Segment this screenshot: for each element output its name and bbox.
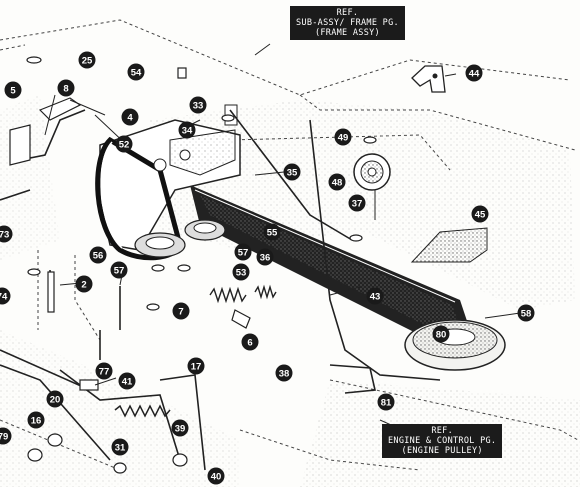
svg-text:40: 40 (211, 472, 222, 483)
callout-37: 37 (348, 194, 366, 212)
callout-79: 79 (0, 427, 12, 445)
callout-4: 4 (121, 108, 139, 126)
reference-line: (ENGINE PULLEY) (401, 446, 483, 456)
callout-49: 49 (334, 128, 352, 146)
reference-line: (FRAME ASSY) (314, 28, 380, 38)
svg-text:8: 8 (63, 84, 68, 95)
svg-text:25: 25 (82, 56, 93, 67)
reference-line: REF. (336, 8, 359, 18)
callout-43: 43 (366, 287, 384, 305)
callout-77: 77 (95, 362, 113, 380)
svg-text:56: 56 (93, 251, 104, 262)
callout-45: 45 (471, 205, 489, 223)
callout-40: 40 (207, 467, 225, 485)
callout-58: 58 (517, 304, 535, 322)
svg-text:55: 55 (267, 228, 278, 239)
reference-line: SUB-ASSY/ FRAME PG. (296, 18, 399, 28)
svg-text:52: 52 (119, 140, 130, 151)
springs (114, 284, 277, 418)
callout-markers: 25 54 44 8 5 4 33 34 52 49 48 35 37 45 7… (0, 51, 535, 485)
pulley-48 (353, 153, 391, 220)
svg-text:5: 5 (10, 86, 16, 97)
callout-54: 54 (127, 63, 145, 81)
callout-38: 38 (275, 364, 293, 382)
svg-text:35: 35 (287, 168, 298, 179)
callout-5: 5 (4, 81, 22, 99)
svg-text:2: 2 (81, 280, 86, 291)
callout-41: 41 (118, 372, 136, 390)
svg-text:31: 31 (115, 443, 126, 454)
svg-text:17: 17 (191, 362, 202, 373)
callout-57-right: 57 (234, 243, 252, 261)
frame-assembly-reference: REF. SUB-ASSY/ FRAME PG. (FRAME ASSY) (290, 6, 405, 40)
svg-text:54: 54 (131, 68, 142, 79)
svg-text:48: 48 (332, 178, 343, 189)
svg-text:58: 58 (521, 309, 532, 320)
svg-text:37: 37 (352, 199, 363, 210)
control-rods (0, 109, 441, 471)
reference-line: ENGINE & CONTROL PG. (388, 436, 497, 446)
callout-80: 80 (432, 325, 450, 343)
callout-53: 53 (232, 263, 250, 281)
svg-text:33: 33 (193, 101, 204, 112)
callout-48: 48 (328, 173, 346, 191)
callout-73: 73 (0, 225, 13, 243)
svg-text:81: 81 (381, 398, 392, 409)
svg-text:34: 34 (182, 126, 193, 137)
callout-17: 17 (187, 357, 205, 375)
bracket-45 (410, 227, 488, 263)
callout-57-left: 57 (110, 261, 128, 279)
svg-text:4: 4 (127, 113, 133, 124)
callout-6: 6 (241, 333, 259, 351)
callout-25: 25 (78, 51, 96, 69)
callout-74: 74 (0, 287, 11, 305)
svg-text:79: 79 (0, 432, 8, 443)
hardware (9, 56, 377, 474)
callout-34: 34 (178, 121, 196, 139)
svg-text:7: 7 (178, 307, 183, 318)
callout-20: 20 (46, 390, 64, 408)
callout-36: 36 (256, 248, 274, 266)
callout-44: 44 (465, 64, 483, 82)
bracket-44 (411, 65, 446, 93)
callout-52: 52 (115, 135, 133, 153)
callout-7: 7 (172, 302, 190, 320)
svg-text:77: 77 (99, 367, 110, 378)
callout-8: 8 (57, 79, 75, 97)
svg-text:45: 45 (475, 210, 486, 221)
callout-2: 2 (75, 275, 93, 293)
svg-text:38: 38 (279, 369, 290, 380)
svg-text:6: 6 (247, 338, 252, 349)
svg-text:20: 20 (50, 395, 61, 406)
svg-text:39: 39 (175, 424, 186, 435)
callout-81: 81 (377, 393, 395, 411)
callout-55: 55 (263, 223, 281, 241)
svg-text:44: 44 (469, 69, 480, 80)
svg-text:57: 57 (114, 266, 125, 277)
svg-text:74: 74 (0, 292, 8, 303)
svg-text:73: 73 (0, 230, 9, 241)
svg-text:53: 53 (236, 268, 247, 279)
callout-16: 16 (27, 411, 45, 429)
svg-text:57: 57 (238, 248, 249, 259)
callout-56-left: 56 (89, 246, 107, 264)
svg-text:49: 49 (338, 133, 349, 144)
engine-pulley (404, 319, 506, 371)
callout-35: 35 (283, 163, 301, 181)
svg-text:80: 80 (436, 330, 447, 341)
reference-line: REF. (431, 426, 454, 436)
svg-text:43: 43 (370, 292, 381, 303)
callout-39: 39 (171, 419, 189, 437)
svg-text:16: 16 (31, 416, 42, 427)
engine-pulley-reference: REF. ENGINE & CONTROL PG. (ENGINE PULLEY… (382, 424, 503, 458)
callout-33: 33 (189, 96, 207, 114)
callout-31: 31 (111, 438, 129, 456)
svg-text:41: 41 (122, 377, 133, 388)
svg-text:36: 36 (260, 253, 271, 264)
idler-bracket (95, 104, 241, 261)
